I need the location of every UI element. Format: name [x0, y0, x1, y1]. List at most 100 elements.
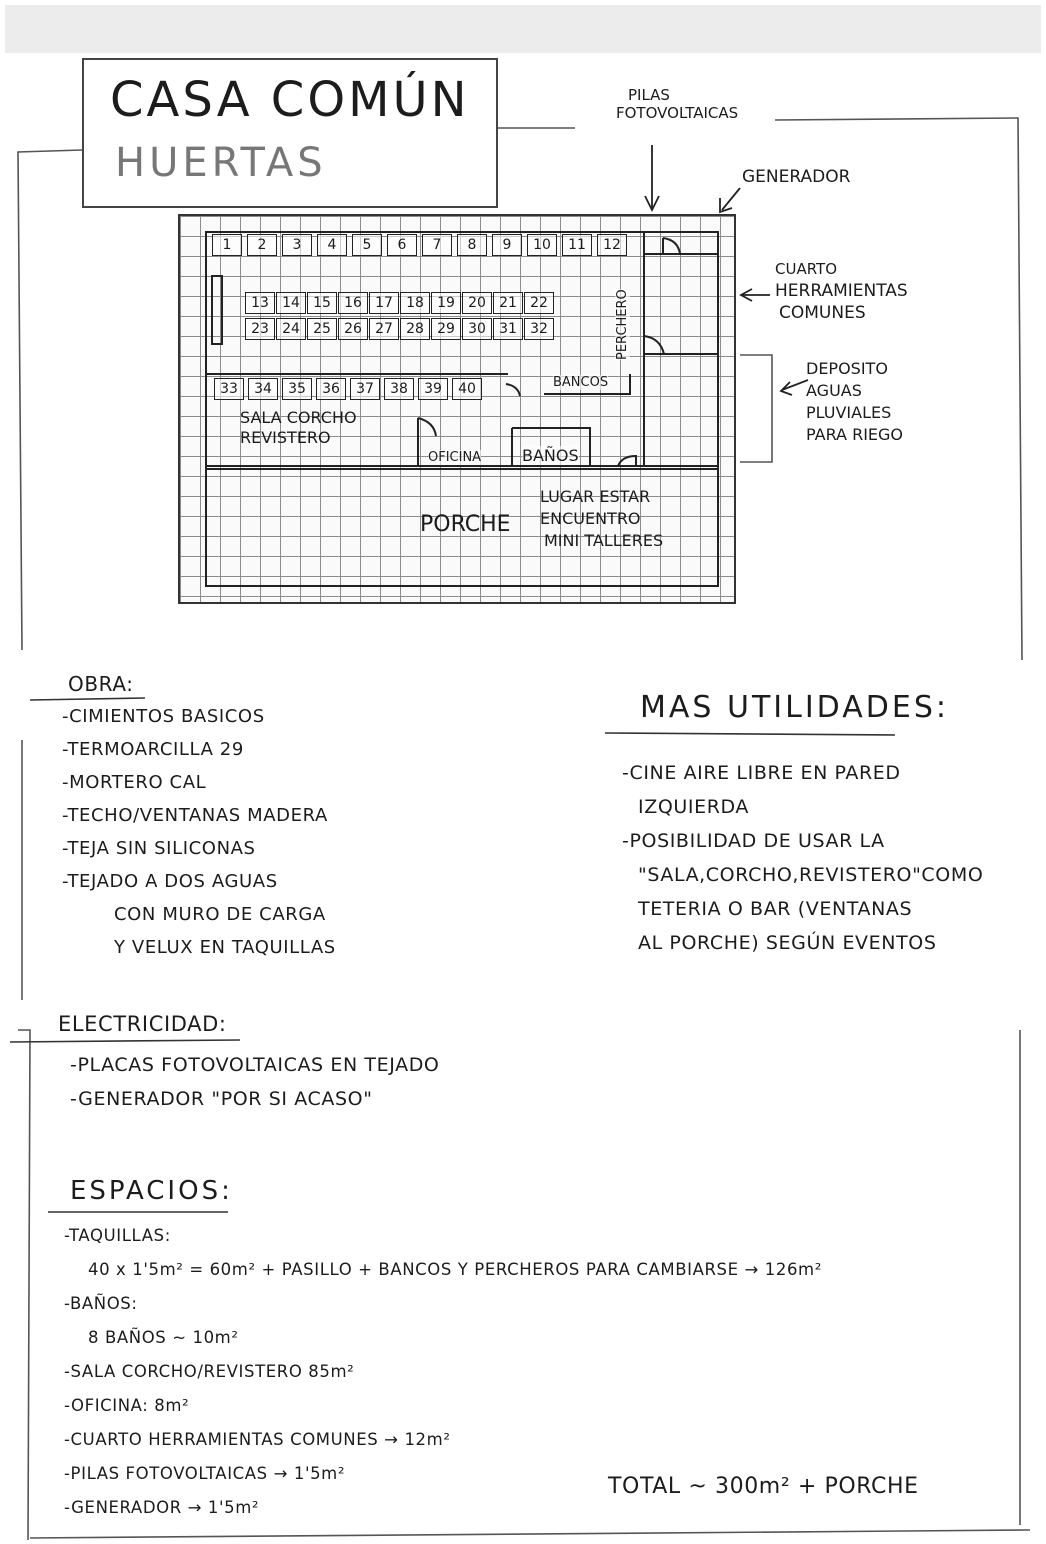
plan-walls [205, 231, 719, 587]
locker-cell: 27 [369, 318, 399, 340]
electricidad-item: -GENERADOR "POR SI ACASO" [70, 1088, 373, 1110]
cuarto-label-1: CUARTO [775, 260, 838, 278]
locker-cell: 20 [462, 292, 492, 314]
locker-cell: 39 [418, 378, 448, 400]
locker-cell: 1 [212, 234, 242, 256]
locker-cell: 31 [493, 318, 523, 340]
locker-cell: 17 [369, 292, 399, 314]
espacios-item: 8 BAÑOS ~ 10m² [88, 1328, 239, 1347]
locker-cell: 11 [562, 234, 592, 256]
plan-grid [178, 214, 736, 604]
locker-cell: 25 [307, 318, 337, 340]
sala-label-2: REVISTERO [240, 428, 331, 447]
locker-cell: 9 [492, 234, 522, 256]
obra-heading: OBRA: [68, 672, 134, 696]
generador-callout: GENERADOR [742, 167, 851, 187]
locker-cell: 8 [457, 234, 487, 256]
locker-cell: 21 [493, 292, 523, 314]
lugar-label-3: MINI TALLERES [544, 531, 664, 550]
cuarto-callout: CUARTO HERRAMIENTAS COMUNES [775, 258, 908, 324]
title-sub: HUERTAS [115, 140, 327, 186]
deposito-label-2: AGUAS [806, 381, 862, 400]
espacios-item: -BAÑOS: [64, 1294, 138, 1313]
pilas-label-1: PILAS [628, 86, 670, 104]
cuarto-label-2: HERRAMIENTAS [775, 281, 908, 301]
lugar-label-2: ENCUENTRO [540, 509, 641, 528]
pilas-label-2: FOTOVOLTAICAS [616, 104, 739, 122]
electricidad-heading: ELECTRICIDAD: [58, 1012, 227, 1036]
sala-label: SALA CORCHO REVISTERO [240, 408, 357, 448]
utilidades-item: "SALA,CORCHO,REVISTERO"COMO [638, 864, 984, 886]
electricidad-item: -PLACAS FOTOVOLTAICAS EN TEJADO [70, 1054, 440, 1076]
cuarto-label-3: COMUNES [779, 303, 866, 323]
floor-plan [178, 214, 736, 604]
sala-label-1: SALA CORCHO [240, 408, 357, 427]
locker-cell: 6 [387, 234, 417, 256]
espacios-item: -OFICINA: 8m² [64, 1396, 190, 1415]
locker-cell: 19 [431, 292, 461, 314]
locker-cell: 22 [524, 292, 554, 314]
espacios-item: -GENERADOR → 1'5m² [64, 1498, 260, 1517]
locker-cell: 12 [597, 234, 627, 256]
espacios-item: 40 x 1'5m² = 60m² + PASILLO + BANCOS Y P… [88, 1260, 822, 1279]
espacios-item: -CUARTO HERRAMIENTAS COMUNES → 12m² [64, 1430, 451, 1449]
locker-cell: 35 [282, 378, 312, 400]
deposito-callout: DEPOSITO AGUAS PLUVIALES PARA RIEGO [806, 358, 903, 446]
locker-cell: 16 [338, 292, 368, 314]
obra-item: -MORTERO CAL [62, 772, 207, 793]
locker-cell: 15 [307, 292, 337, 314]
obra-item: CON MURO DE CARGA [114, 904, 326, 925]
locker-cell: 28 [400, 318, 430, 340]
lugar-label-1: LUGAR ESTAR [540, 487, 651, 506]
obra-item: Y VELUX EN TAQUILLAS [114, 937, 336, 958]
locker-cell: 33 [214, 378, 244, 400]
bancos-label: BANCOS [553, 375, 609, 390]
locker-cell: 29 [431, 318, 461, 340]
obra-item: -TEJADO A DOS AGUAS [62, 871, 278, 892]
obra-item: -CIMIENTOS BASICOS [62, 706, 265, 727]
lugar-label: LUGAR ESTAR ENCUENTRO MINI TALLERES [540, 486, 663, 552]
deposito-label-3: PLUVIALES [806, 403, 892, 422]
banos-label: BAÑOS [522, 446, 579, 465]
locker-cell: 26 [338, 318, 368, 340]
total-label: TOTAL ~ 300m² + PORCHE [608, 1474, 919, 1499]
locker-cell: 37 [350, 378, 380, 400]
oficina-label: OFICINA [428, 450, 482, 465]
locker-cell: 10 [527, 234, 557, 256]
deposito-label-1: DEPOSITO [806, 359, 888, 378]
deposito-label-4: PARA RIEGO [806, 425, 904, 444]
utilidades-item: IZQUIERDA [638, 796, 749, 818]
locker-cell: 40 [452, 378, 482, 400]
obra-item: -TECHO/VENTANAS MADERA [62, 805, 328, 826]
locker-cell: 13 [245, 292, 275, 314]
locker-cell: 4 [317, 234, 347, 256]
title-box [82, 58, 498, 208]
utilidades-item: -POSIBILIDAD DE USAR LA [622, 830, 885, 852]
utilidades-item: -CINE AIRE LIBRE EN PARED [622, 762, 901, 784]
espacios-heading: ESPACIOS: [70, 1176, 233, 1206]
locker-cell: 32 [524, 318, 554, 340]
utilidades-item: TETERIA O BAR (VENTANAS [638, 898, 913, 920]
perchero-label: PERCHERO [615, 289, 630, 360]
locker-cell: 3 [282, 234, 312, 256]
locker-cell: 38 [384, 378, 414, 400]
locker-cell: 34 [248, 378, 278, 400]
utilidades-item: AL PORCHE) SEGÚN EVENTOS [638, 932, 937, 954]
pilas-callout: PILAS FOTOVOLTAICAS [616, 86, 738, 122]
locker-cell: 5 [352, 234, 382, 256]
locker-cell: 2 [247, 234, 277, 256]
obra-item: -TERMOARCILLA 29 [62, 739, 244, 760]
espacios-item: -PILAS FOTOVOLTAICAS → 1'5m² [64, 1464, 346, 1483]
locker-cell: 7 [422, 234, 452, 256]
locker-cell: 24 [276, 318, 306, 340]
locker-cell: 36 [316, 378, 346, 400]
title-main: CASA COMÚN [110, 72, 470, 128]
locker-cell: 18 [400, 292, 430, 314]
top-bar [5, 5, 1041, 53]
espacios-item: -SALA CORCHO/REVISTERO 85m² [64, 1362, 355, 1381]
espacios-item: -TAQUILLAS: [64, 1226, 171, 1245]
porche-label: PORCHE [420, 512, 511, 537]
utilidades-heading: MAS UTILIDADES: [640, 690, 949, 725]
obra-item: -TEJA SIN SILICONAS [62, 838, 256, 859]
